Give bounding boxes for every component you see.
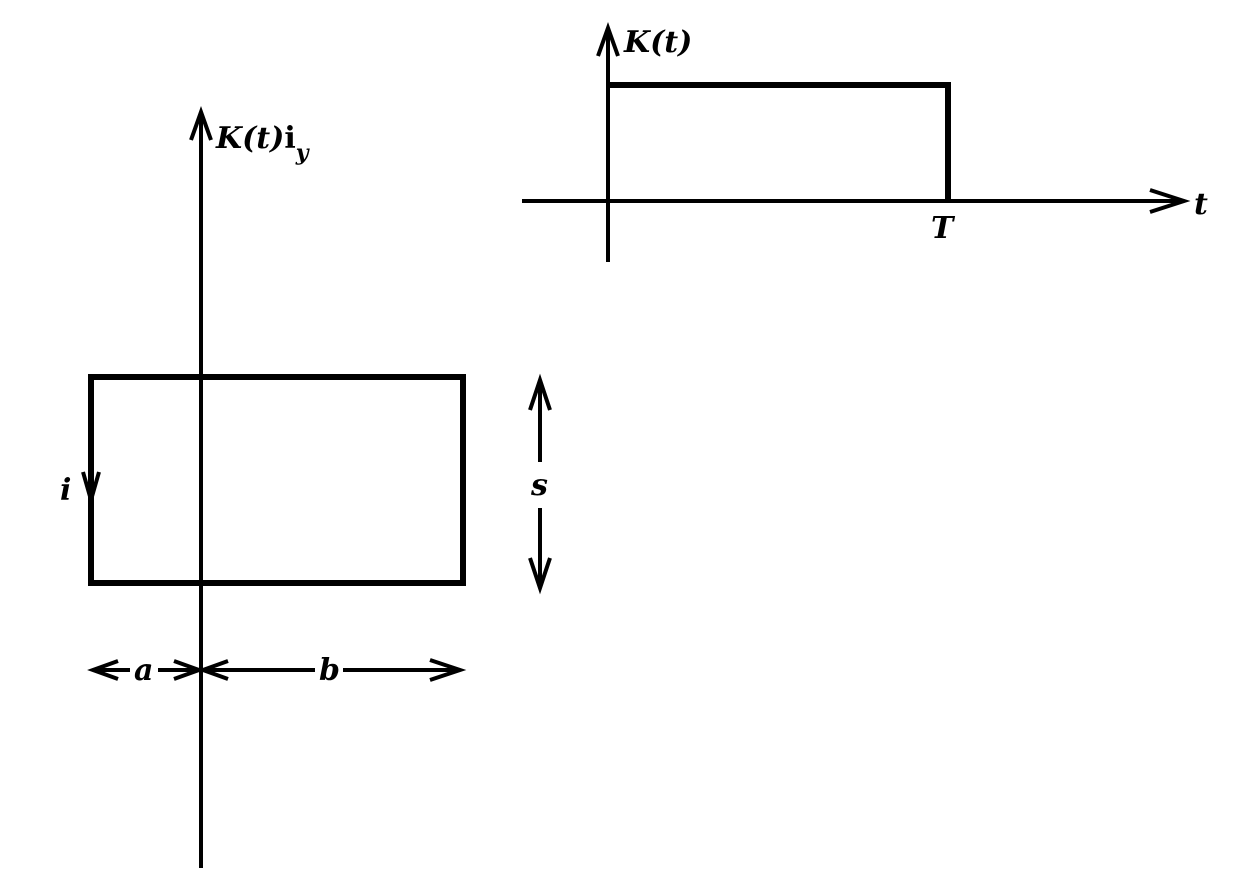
current-label: i [60,473,71,508]
loop-diagram: K(t)iy i s a b [60,106,552,868]
left-width-label: a [134,653,153,688]
current-direction-arrow-icon [81,471,101,508]
pulse-y-arrowhead-icon [596,22,620,57]
pulse-y-label: K(t) [623,25,692,60]
pulse-waveform [608,82,951,201]
arrow-up-icon [528,373,552,411]
arrow-right-icon [429,658,467,682]
axis-label: K(t)iy [215,121,311,166]
pulse-plot: K(t) t T [522,22,1208,262]
current-loop [88,374,466,586]
arrow-left-icon [87,659,119,681]
pulse-x-label: t [1194,187,1208,222]
arrow-down-icon [528,557,552,595]
height-label: s [530,468,548,503]
pulse-x-arrowhead-icon [1149,188,1191,214]
pulse-end-label: T [931,211,956,246]
width-dimension: a b [87,653,467,688]
y-axis-arrowhead-icon [189,106,213,141]
arrow-left-icon [197,659,229,681]
right-width-label: b [319,653,340,688]
height-dimension: s [528,373,552,595]
